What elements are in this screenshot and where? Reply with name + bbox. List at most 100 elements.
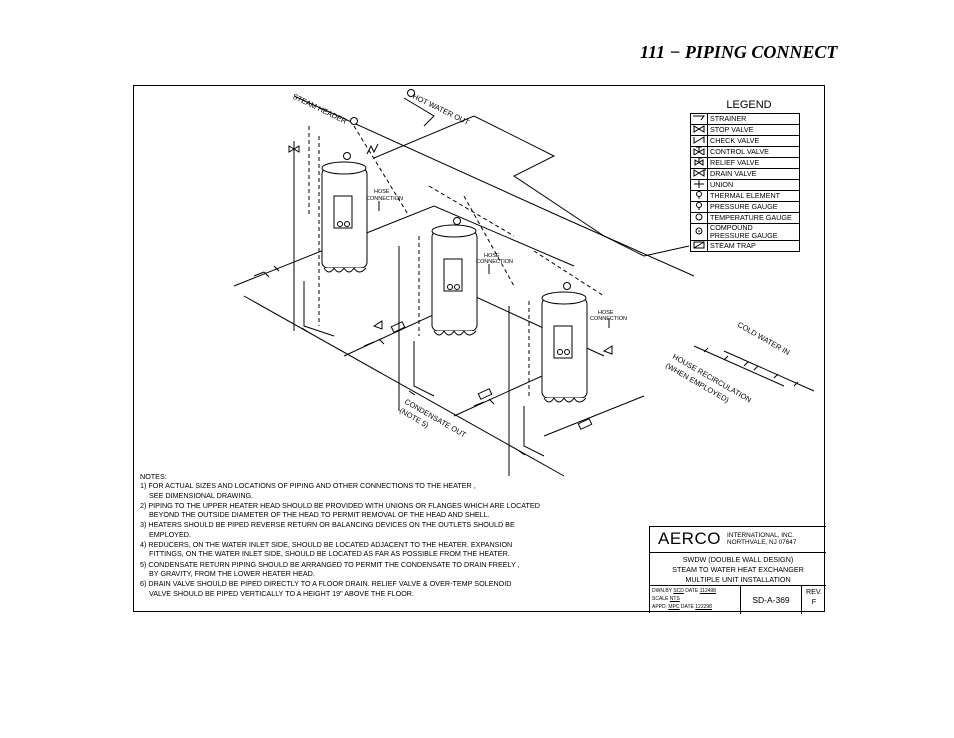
drawing-number: SD-A-369 [740, 586, 802, 614]
pressure-gauge-icon [563, 282, 571, 290]
drain-valve-icon [301, 327, 526, 456]
legend-label: CHECK VALVE [707, 135, 800, 147]
hose-connection-label: HOSE [598, 310, 614, 316]
relief-valve-icon [378, 201, 610, 328]
hose-connection-label: CONNECTION [366, 196, 403, 202]
steam-trap-icon [693, 241, 705, 249]
drain-line-2 [413, 341, 435, 397]
legend-row: RELIEF VALVE [690, 157, 800, 169]
steam-trap-icon [390, 321, 406, 333]
piping-diagram: STEAM HEADER HOT WATER OUT HOSE CONNECTI… [233, 89, 815, 477]
steam-trap-icon [577, 418, 593, 430]
dashed-line-3 [528, 250, 605, 396]
stop-valve-icon [253, 265, 280, 278]
dashed-line-1 [308, 125, 410, 326]
note-item: 2) PIPING TO THE UPPER HEATER HEAD SHOUL… [140, 500, 540, 520]
union-icon [743, 361, 799, 387]
union-icon [694, 180, 704, 188]
dashed-line-2 [418, 185, 515, 336]
legend: LEGEND STRAINER STOP VALVE CHECK VALVE C… [690, 99, 800, 252]
control-valve-icon [693, 146, 705, 156]
condensate-out-pipe [243, 295, 565, 477]
note-item: 1) FOR ACTUAL SIZES AND LOCATIONS OF PIP… [140, 481, 476, 500]
thermal-element-icon [696, 191, 702, 199]
note-item: 6) DRAIN VALVE SHOULD BE PIPED DIRECTLY … [140, 579, 512, 598]
legend-row: STEAM TRAP [690, 240, 800, 252]
legend-label: TEMPERATURE GAUGE [707, 212, 800, 224]
stop-valve-icon [366, 143, 379, 155]
relief-valve-icon [694, 157, 704, 166]
company-address: INTERNATIONAL, INC. NORTHVALE, NJ 07647 [727, 532, 797, 546]
company-logo: AERCO [658, 529, 721, 548]
notes: NOTES: 1) FOR ACTUAL SIZES AND LOCATIONS… [140, 472, 560, 599]
page-title: 111 − PIPING CONNECT [640, 42, 838, 62]
stop-valve-icon [473, 398, 495, 407]
steam-header-label: STEAM HEADER [291, 92, 349, 126]
legend-row: CONTROL VALVE [690, 146, 800, 158]
legend-label: RELIEF VALVE [707, 157, 800, 169]
hot-water-out-label: HOT WATER OUT [411, 92, 471, 127]
legend-row: TEMPERATURE GAUGE [690, 212, 800, 224]
legend-label: CONTROL VALVE [707, 146, 800, 158]
pressure-gauge-icon [453, 217, 461, 225]
stop-valve-icon [288, 145, 300, 153]
check-valve-icon [372, 320, 383, 330]
hot-water-out-pipe [373, 97, 690, 257]
drawing-frame: STEAM HEADER HOT WATER OUT HOSE CONNECTI… [133, 85, 826, 614]
legend-row: UNION [690, 179, 800, 191]
steam-header-pipe [293, 95, 695, 277]
drain-line-3 [523, 406, 545, 457]
legend-title: LEGEND [726, 99, 772, 111]
note-item: 5) CONDENSATE RETURN PIPING SHOULD BE AR… [140, 559, 520, 578]
hose-connection-label: CONNECTION [590, 316, 627, 322]
note-item: 3) HEATERS SHOULD BE PIPED REVERSE RETUR… [140, 520, 515, 539]
check-valve-icon [693, 136, 705, 144]
title-block-company: AERCO INTERNATIONAL, INC. NORTHVALE, NJ … [650, 527, 826, 553]
union-icon [703, 347, 729, 361]
legend-row: CHECK VALVE [690, 135, 800, 147]
legend-row: PRESSURE GAUGE [690, 201, 800, 213]
stop-valve-icon [693, 125, 705, 133]
legend-row: STRAINER [690, 113, 800, 125]
pressure-gauge-icon [350, 117, 358, 125]
strainer-icon [693, 115, 705, 121]
check-valve-icon [602, 345, 613, 355]
legend-label: STEAM TRAP [707, 240, 800, 252]
signature-fields: DWN.BY SCD DATE 112498 SCALE NTS APPD. M… [652, 588, 716, 610]
steam-trap-icon [477, 388, 493, 400]
hose-connection-label: CONNECTION [476, 259, 513, 265]
legend-label: PRESSURE GAUGE [707, 201, 800, 213]
legend-row: THERMAL ELEMENT [690, 190, 800, 202]
heater-3 [541, 291, 588, 403]
title-block-signatures: DWN.BY SCD DATE 112498 SCALE NTS APPD. M… [650, 586, 826, 614]
legend-label: STRAINER [707, 113, 800, 125]
compound-gauge-icon [695, 227, 703, 235]
stop-valve-icon [363, 338, 385, 347]
drain-line-1 [303, 281, 335, 337]
revision: REV. F [805, 587, 823, 606]
notes-heading: NOTES: [140, 472, 167, 481]
heater-2 [431, 224, 478, 336]
pressure-gauge-icon [343, 152, 351, 160]
pressure-gauge-icon [407, 89, 415, 97]
temperature-gauge-icon [695, 213, 703, 221]
pressure-gauge-icon [696, 202, 702, 210]
legend-row: STOP VALVE [690, 124, 800, 136]
legend-table: STRAINER STOP VALVE CHECK VALVE CONTROL … [690, 113, 800, 252]
note-item: 4) REDUCERS, ON THE WATER INLET SIDE, SH… [140, 540, 513, 559]
drain-valve-icon [693, 169, 706, 177]
legend-label: THERMAL ELEMENT [707, 190, 800, 202]
legend-label: UNION [707, 179, 800, 191]
cold-water-in-label: COLD WATER IN [736, 320, 791, 357]
house-recirculation-pipe [693, 345, 785, 387]
legend-row: DRAIN VALVE [690, 168, 800, 180]
return-pipe-4 [543, 395, 645, 437]
title-block: AERCO INTERNATIONAL, INC. NORTHVALE, NJ … [649, 526, 826, 614]
cold-water-in-pipe [723, 350, 815, 392]
heater-1 [321, 161, 368, 273]
legend-label: STOP VALVE [707, 124, 800, 136]
return-pipe [233, 205, 575, 287]
hose-connection-label: HOSE [484, 253, 500, 259]
